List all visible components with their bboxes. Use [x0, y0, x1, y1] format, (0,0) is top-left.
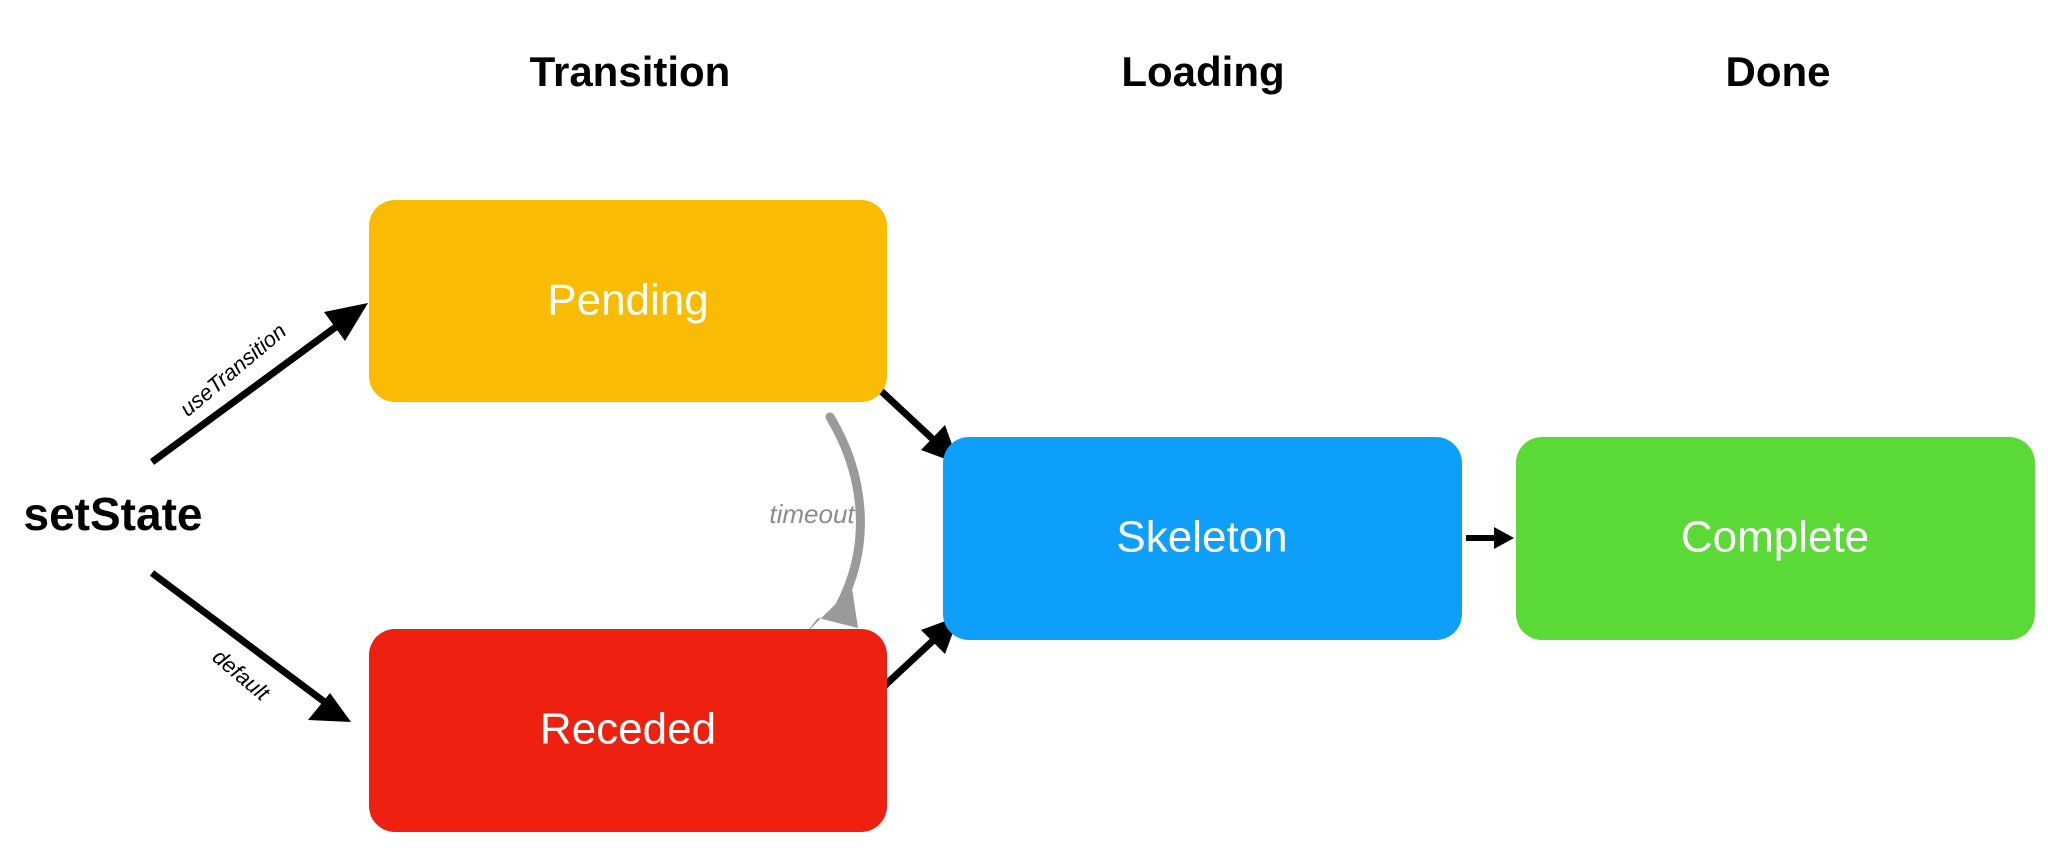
node-complete-label: Complete — [1681, 513, 1869, 562]
node-skeleton-label: Skeleton — [1116, 513, 1287, 562]
node-pending[interactable]: Pending — [369, 200, 887, 402]
edge-skeleton-to-complete — [1466, 527, 1514, 549]
column-header-transition: Transition — [530, 48, 731, 95]
node-skeleton[interactable]: Skeleton — [943, 437, 1462, 640]
node-complete[interactable]: Complete — [1516, 437, 2035, 640]
node-complete-box[interactable] — [1516, 437, 2035, 640]
node-receded-box[interactable] — [369, 629, 887, 832]
node-skeleton-box[interactable] — [943, 437, 1462, 640]
edge-setstate-to-receded: default — [149, 570, 351, 722]
node-pending-box[interactable] — [369, 200, 887, 402]
node-receded-label: Receded — [540, 705, 716, 754]
column-header-loading: Loading — [1121, 48, 1284, 95]
node-receded[interactable]: Receded — [369, 629, 887, 832]
node-pending-label: Pending — [547, 276, 708, 325]
source-node-setstate: setState — [24, 488, 203, 540]
edge-pending-to-receded-timeout: timeout — [769, 412, 865, 634]
column-header-done: Done — [1726, 48, 1831, 95]
edge-label-timeout: timeout — [769, 499, 856, 529]
edge-setstate-to-pending: useTransition — [149, 303, 368, 465]
